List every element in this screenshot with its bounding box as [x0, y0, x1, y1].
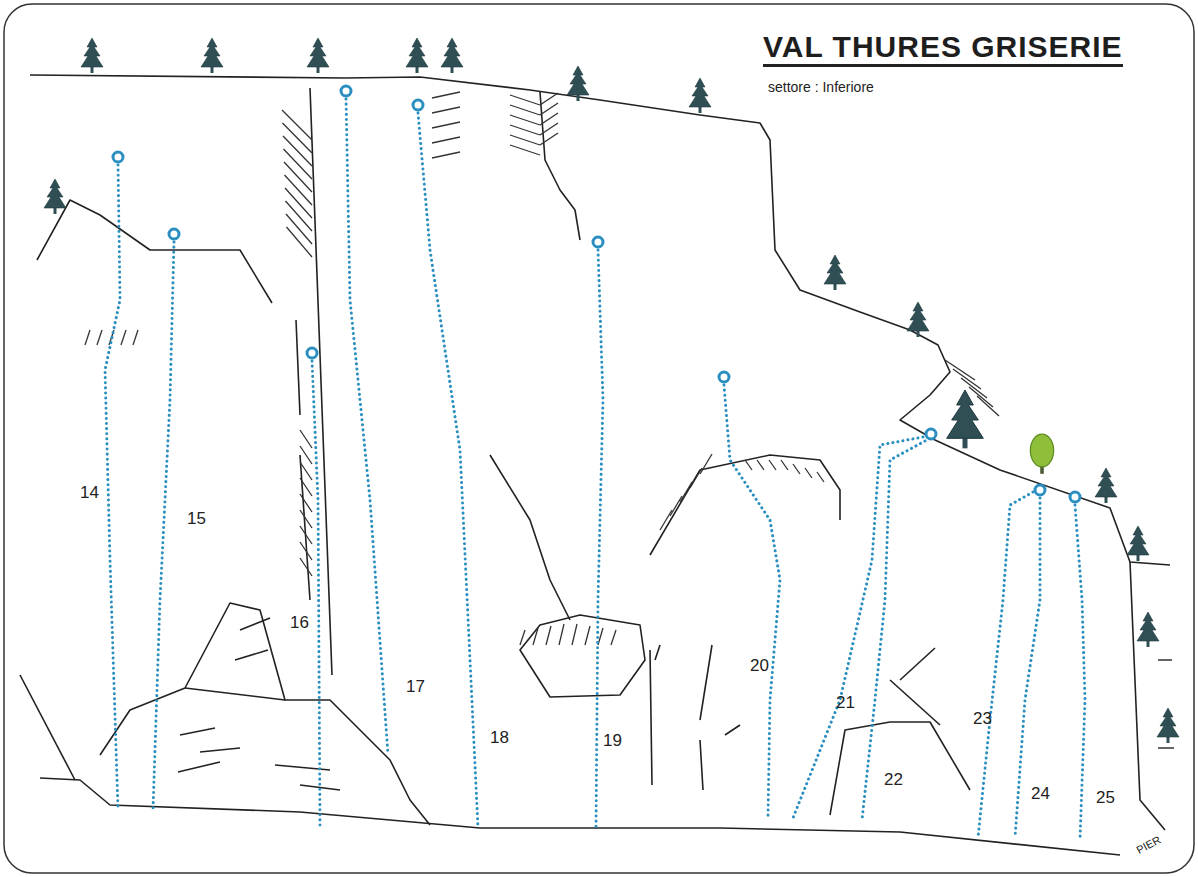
hatch-stroke [546, 626, 551, 645]
hatch-stroke [285, 188, 312, 218]
hatch-stroke [510, 115, 540, 125]
hatch-stroke [286, 201, 313, 231]
hatch-stroke [945, 360, 975, 380]
hatch-stroke [300, 494, 312, 512]
route-number: 14 [80, 484, 99, 501]
route-number: 21 [836, 694, 855, 711]
hatch-stroke [805, 468, 812, 478]
hatch-stroke [953, 369, 981, 389]
topo-title: VAL THURES GRISERIE [763, 32, 1123, 67]
hatch-stroke [769, 460, 776, 470]
route-number: 20 [750, 657, 769, 674]
hatch-stroke [432, 107, 460, 113]
cliff-outline [20, 75, 1170, 855]
hatch-stroke [300, 542, 312, 560]
hatch-stroke [300, 446, 312, 464]
hatch-stroke [284, 149, 313, 179]
hatch-stroke [300, 558, 312, 576]
hatch-stroke [700, 454, 712, 474]
route-number: 24 [1031, 785, 1050, 802]
hatch-stroke [559, 624, 564, 645]
route-number: 18 [490, 729, 509, 746]
route-number: 16 [290, 614, 309, 631]
hatch-stroke [670, 496, 682, 516]
hatch-stroke [300, 430, 312, 448]
hatch-stroke [285, 175, 313, 205]
subtitle: settore : Inferiore [768, 80, 874, 94]
hatch-stroke [510, 105, 540, 115]
hatch-stroke [97, 330, 102, 345]
hatch-stroke [432, 152, 460, 158]
hatch-stroke [300, 526, 312, 544]
hatch-stroke [300, 510, 312, 528]
hatch-stroke [540, 123, 558, 135]
hatch-stroke [432, 137, 460, 143]
hatch-stroke [284, 162, 312, 192]
hatch-stroke [540, 93, 558, 105]
hatch-stroke [300, 462, 312, 480]
hatch-stroke [585, 626, 590, 645]
hatch-stroke [432, 92, 460, 98]
route-number: 15 [187, 510, 206, 527]
hatch-stroke [680, 482, 692, 502]
hatch-stroke [85, 330, 90, 345]
hatch-stroke [660, 510, 672, 530]
hatch-stroke [520, 630, 525, 645]
route-number: 23 [973, 710, 992, 727]
hatch-stroke [300, 478, 312, 496]
hatch-stroke [781, 460, 788, 470]
hatch-stroke [510, 135, 540, 145]
hatch-stroke [690, 468, 702, 488]
rock-hatching [85, 92, 999, 645]
hatch-stroke [510, 145, 540, 155]
anchor [113, 86, 1080, 502]
hatch-stroke [510, 125, 540, 135]
route-line [105, 99, 1085, 840]
hatch-stroke [793, 464, 800, 474]
hatch-stroke [432, 122, 460, 128]
route-number: 17 [406, 678, 425, 695]
hatch-stroke [282, 110, 312, 140]
hatch-stroke [817, 472, 824, 482]
hatch-stroke [121, 330, 126, 345]
route-number: 19 [603, 732, 622, 749]
hatch-stroke [287, 227, 313, 257]
frame [4, 4, 1194, 873]
hatch-stroke [540, 113, 558, 125]
hatch-stroke [757, 460, 764, 470]
hatch-stroke [977, 396, 999, 416]
hatch-stroke [283, 123, 313, 153]
hatch-stroke [133, 330, 138, 345]
hatch-stroke [286, 214, 312, 244]
hatch-stroke [540, 133, 558, 145]
hatch-stroke [611, 630, 616, 645]
hatch-stroke [510, 95, 540, 105]
hatch-stroke [540, 103, 558, 115]
hatch-stroke [745, 460, 752, 470]
route-number: 25 [1096, 789, 1115, 806]
hatch-stroke [283, 136, 312, 166]
route-number: 22 [884, 771, 903, 788]
hatch-stroke [533, 628, 538, 645]
ledge-mark [1158, 660, 1174, 748]
tree [44, 38, 1179, 743]
hatch-stroke [572, 624, 577, 645]
